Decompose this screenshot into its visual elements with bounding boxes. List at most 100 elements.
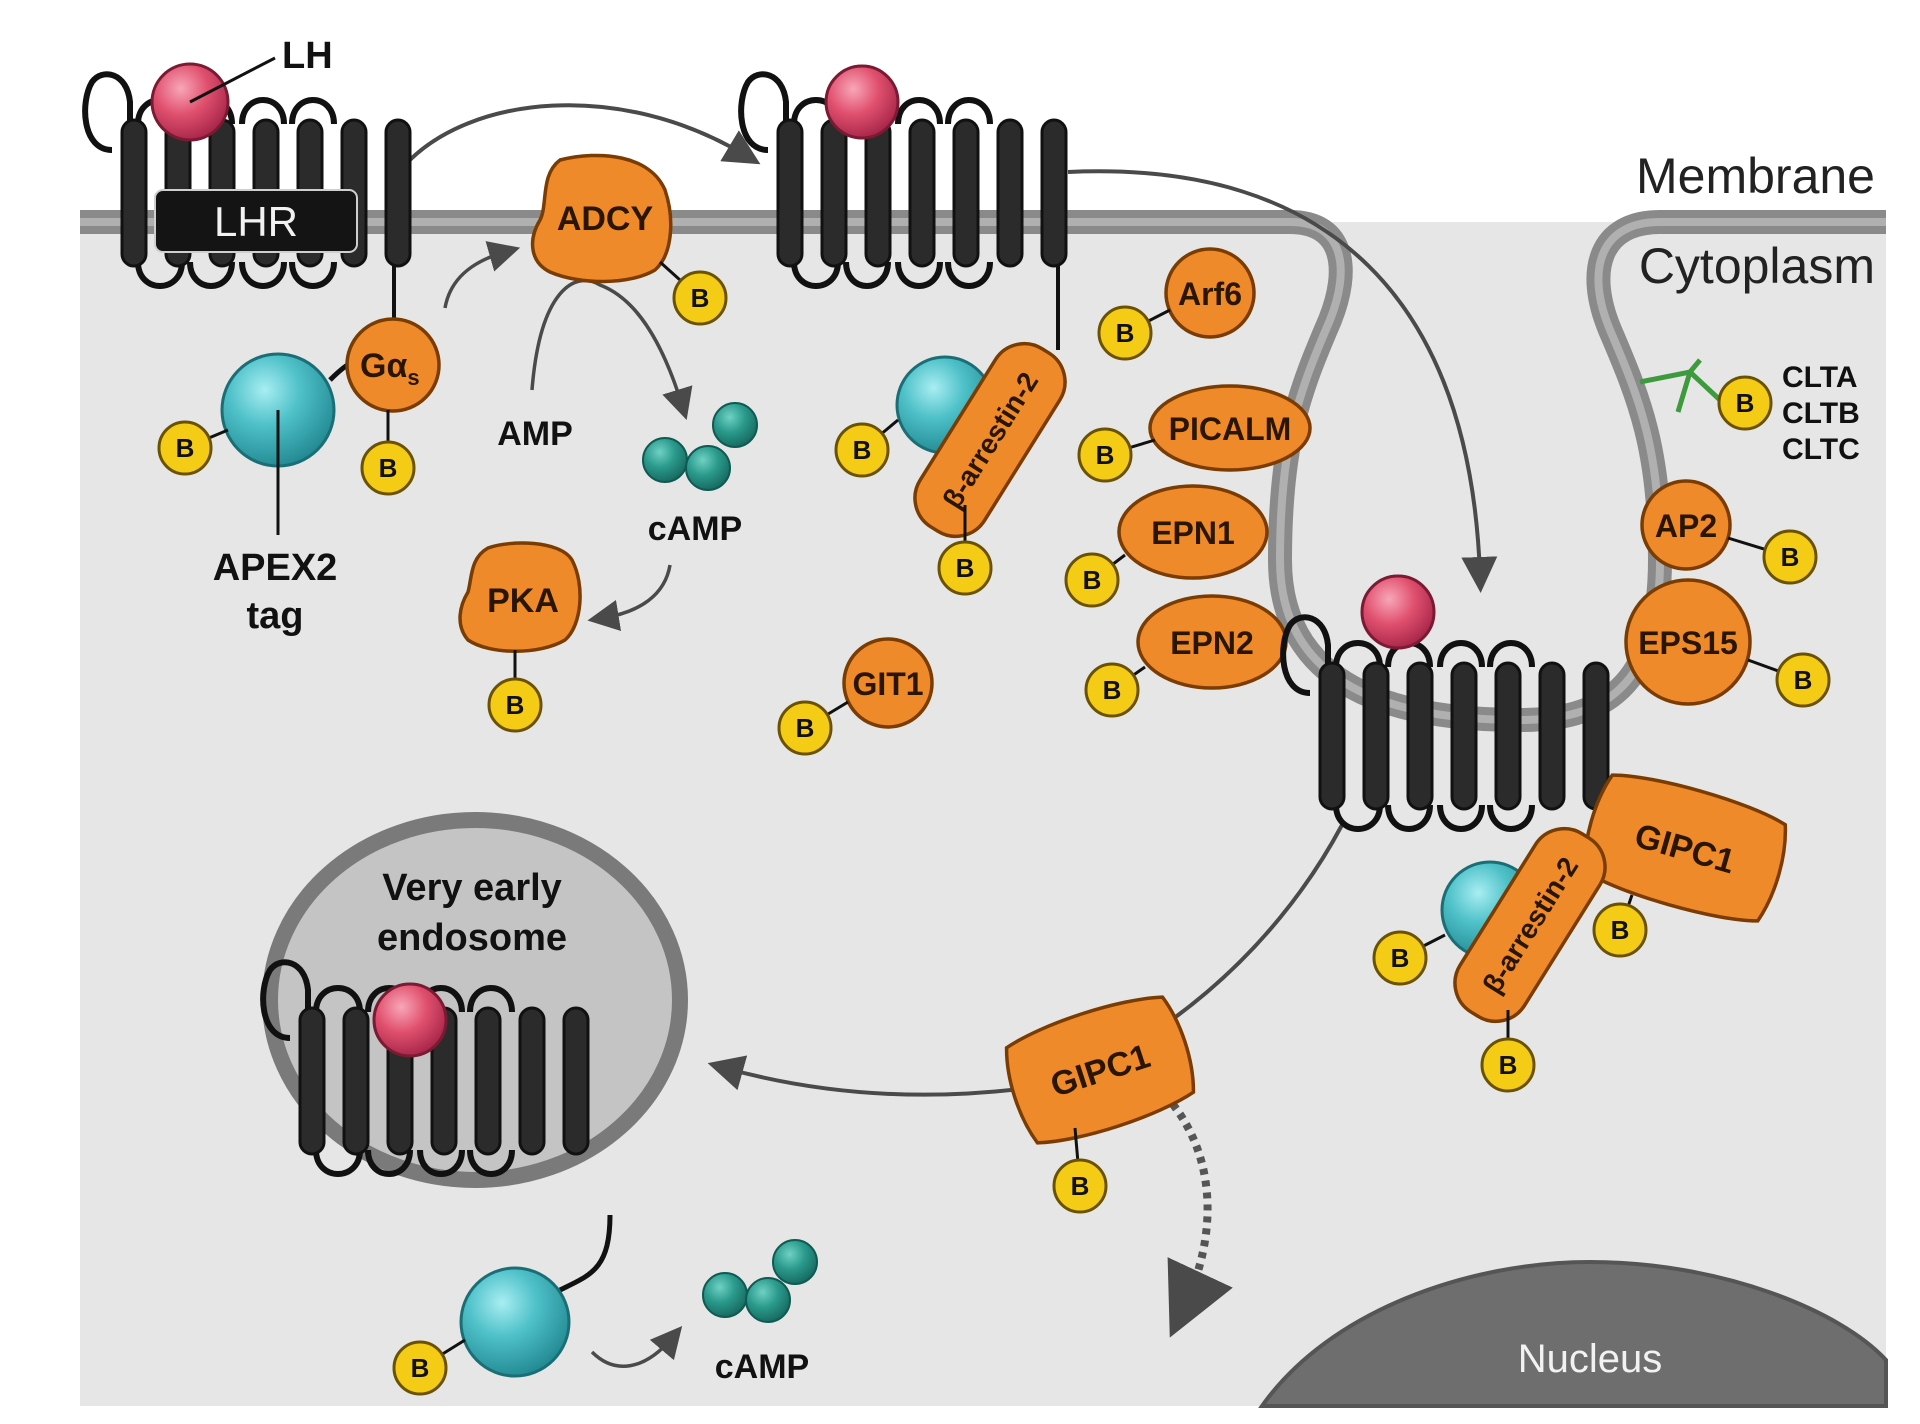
epn1-protein [1117, 484, 1269, 580]
svg-text:B: B [1116, 318, 1135, 348]
biotin-tag-clathrin: B [1717, 375, 1773, 431]
gas-label-main: Gα [360, 347, 407, 385]
amp-label: AMP [497, 415, 573, 453]
lh-ligand-3 [1360, 574, 1436, 650]
gas-label-sub: s [407, 365, 419, 390]
svg-text:B: B [1083, 565, 1102, 595]
biotin-tag-picalm: B [1077, 427, 1156, 483]
biotin-tag-epn2: B [1084, 662, 1146, 718]
biotin-tag-arf6: B [1097, 305, 1171, 361]
biotin-tag-adcy: B [658, 260, 728, 326]
camp-molecule-1 [642, 437, 688, 483]
svg-text:B: B [411, 1353, 430, 1383]
biotin-tags: B B B B B B B [157, 260, 1831, 1396]
camp-molecule-3 [712, 402, 758, 448]
svg-text:B: B [1794, 665, 1813, 695]
clathrin-triskelion [1639, 358, 1722, 413]
biotin-tag-eps15: B [1747, 652, 1831, 708]
svg-text:B: B [691, 283, 710, 313]
svg-text:B: B [1103, 675, 1122, 705]
svg-text:B: B [379, 453, 398, 483]
camp-molecule-4 [702, 1272, 748, 1318]
gipc1-protein-free: GIPC1 [1004, 995, 1196, 1145]
svg-text:B: B [1096, 440, 1115, 470]
eps15-label: EPS15 [1638, 625, 1738, 661]
arrow-to-clathrin-pit [1067, 169, 1498, 593]
svg-text:B: B [1499, 1050, 1518, 1080]
svg-text:B: B [1611, 915, 1630, 945]
biotin-tag-ap2: B [1727, 529, 1818, 585]
biotin-tag-apex2-endosome: B [392, 1338, 466, 1396]
arf6-label: Arf6 [1178, 276, 1242, 312]
lh-ligand-2 [824, 64, 900, 140]
lh-label: LH [282, 35, 333, 77]
biotin-tag-apex2-barrestin-1: B [834, 418, 899, 478]
epn1-label: EPN1 [1151, 515, 1235, 551]
biotin-tag-gas: B [360, 410, 416, 496]
biotin-tag-epn1: B [1064, 552, 1126, 608]
gas-protein [345, 317, 441, 413]
svg-text:B: B [956, 553, 975, 583]
pka-label: PKA [487, 582, 559, 620]
pka-protein [458, 541, 582, 653]
lh-pointer-line [189, 56, 276, 104]
cytoplasm-label: Cytoplasm [1639, 238, 1875, 294]
picalm-label: PICALM [1169, 411, 1292, 447]
arrow-amp-to-camp [530, 278, 693, 421]
epn2-label: EPN2 [1170, 625, 1254, 661]
svg-text:B: B [506, 690, 525, 720]
gas-label: Gαs [360, 347, 420, 390]
camp-molecule-2 [685, 445, 731, 491]
biotin-tag-apex2-barrestin-2: B [1372, 930, 1446, 986]
svg-text:B: B [176, 433, 195, 463]
lhr-label: LHR [214, 198, 298, 245]
biotin-tag-git1: B [777, 700, 849, 756]
biotin-tag-gipc1-free: B [1052, 1127, 1108, 1214]
arf6-protein [1164, 247, 1256, 339]
svg-text:B: B [1736, 388, 1755, 418]
arrow-endosome-camp [590, 1325, 683, 1368]
git1-protein [842, 637, 934, 729]
endosome-label-line1: Very early [382, 867, 562, 909]
adcy-label: ADCY [557, 200, 654, 238]
biotin-tag-apex2-gas: B [157, 420, 229, 476]
camp-label-1: cAMP [648, 510, 742, 548]
arrow-dashed-to-nucleus [1162, 1092, 1233, 1338]
arrow-gas-to-adcy [443, 241, 521, 309]
biotin-tag-barrestin-1: B [937, 505, 993, 596]
apex2-label-line2: tag [247, 595, 304, 637]
biotin-tag-gipc1-pit: B [1592, 894, 1648, 958]
cltc-label: CLTC [1782, 433, 1860, 466]
svg-text:B: B [1391, 943, 1410, 973]
apex2-tag-endosome [459, 1266, 571, 1378]
apex2-endosome-linker [558, 1214, 613, 1293]
nucleus [1258, 1259, 1888, 1408]
cltb-label: CLTB [1782, 397, 1860, 430]
nucleus-label: Nucleus [1518, 1337, 1663, 1381]
eps15-protein [1624, 578, 1752, 706]
arrow-receptor-to-activated [403, 103, 761, 167]
svg-text:B: B [1071, 1171, 1090, 1201]
lh-ligand-4 [372, 982, 448, 1058]
apex2-label-line1: APEX2 [213, 547, 338, 589]
svg-text:B: B [853, 435, 872, 465]
lhr-label-box [154, 189, 358, 253]
arrow-camp-to-pka [587, 564, 672, 632]
camp-molecule-5 [745, 1277, 791, 1323]
biotin-tag-barrestin-2: B [1480, 1010, 1536, 1093]
ap2-protein [1640, 479, 1732, 571]
endosome-label-line2: endosome [377, 917, 567, 959]
svg-text:B: B [1781, 542, 1800, 572]
svg-text:B: B [796, 713, 815, 743]
picalm-protein [1148, 384, 1312, 472]
adcy-protein [530, 153, 673, 284]
git1-label: GIT1 [852, 666, 923, 702]
biotin-tag-pka: B [487, 650, 543, 733]
camp-molecule-6 [772, 1239, 818, 1285]
camp-label-2: cAMP [715, 1348, 809, 1386]
gipc1-protein-pit: GIPC1 [1582, 773, 1788, 923]
clta-label: CLTA [1782, 361, 1858, 394]
ap2-label: AP2 [1655, 508, 1717, 544]
